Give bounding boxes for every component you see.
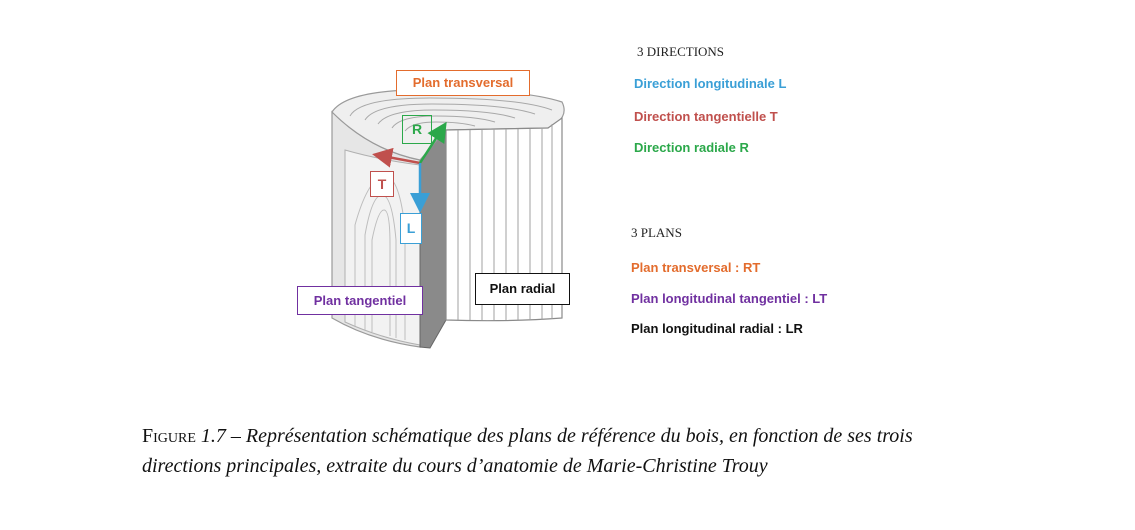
- tangential-direction-arrow: [372, 147, 421, 168]
- directions-title: 3 DIRECTIONS: [637, 44, 725, 59]
- r-label-box: R: [402, 115, 432, 144]
- radial-cut-edge: [419, 128, 447, 349]
- figure-word: Figure: [142, 425, 196, 447]
- growth-rings: [349, 97, 553, 132]
- plan-radial-box: Plan radial: [475, 273, 570, 305]
- direction-tangential-label: Direction tangentielle T: [634, 109, 778, 124]
- l-label-box: L: [400, 213, 422, 244]
- t-label-box: T: [370, 171, 394, 197]
- radial-direction-arrow: [418, 121, 447, 164]
- figure-number: 1.7: [200, 425, 226, 447]
- plan-radial-legend: Plan longitudinal radial : LR: [631, 321, 803, 336]
- plan-tangentiel-box: Plan tangentiel: [297, 286, 423, 315]
- figure-caption: Figure 1.7 – Représentation schématique …: [142, 421, 972, 481]
- caption-text: – Représentation schématique des plans d…: [142, 425, 913, 477]
- direction-longitudinal-label: Direction longitudinale L: [634, 76, 787, 91]
- plans-title: 3 PLANS: [631, 225, 682, 240]
- plan-tangential-legend: Plan longitudinal tangentiel : LT: [631, 291, 828, 306]
- plan-transversal-legend: Plan transversal : RT: [631, 260, 761, 275]
- plan-transversal-box: Plan transversal: [396, 70, 530, 96]
- direction-radial-label: Direction radiale R: [634, 140, 749, 155]
